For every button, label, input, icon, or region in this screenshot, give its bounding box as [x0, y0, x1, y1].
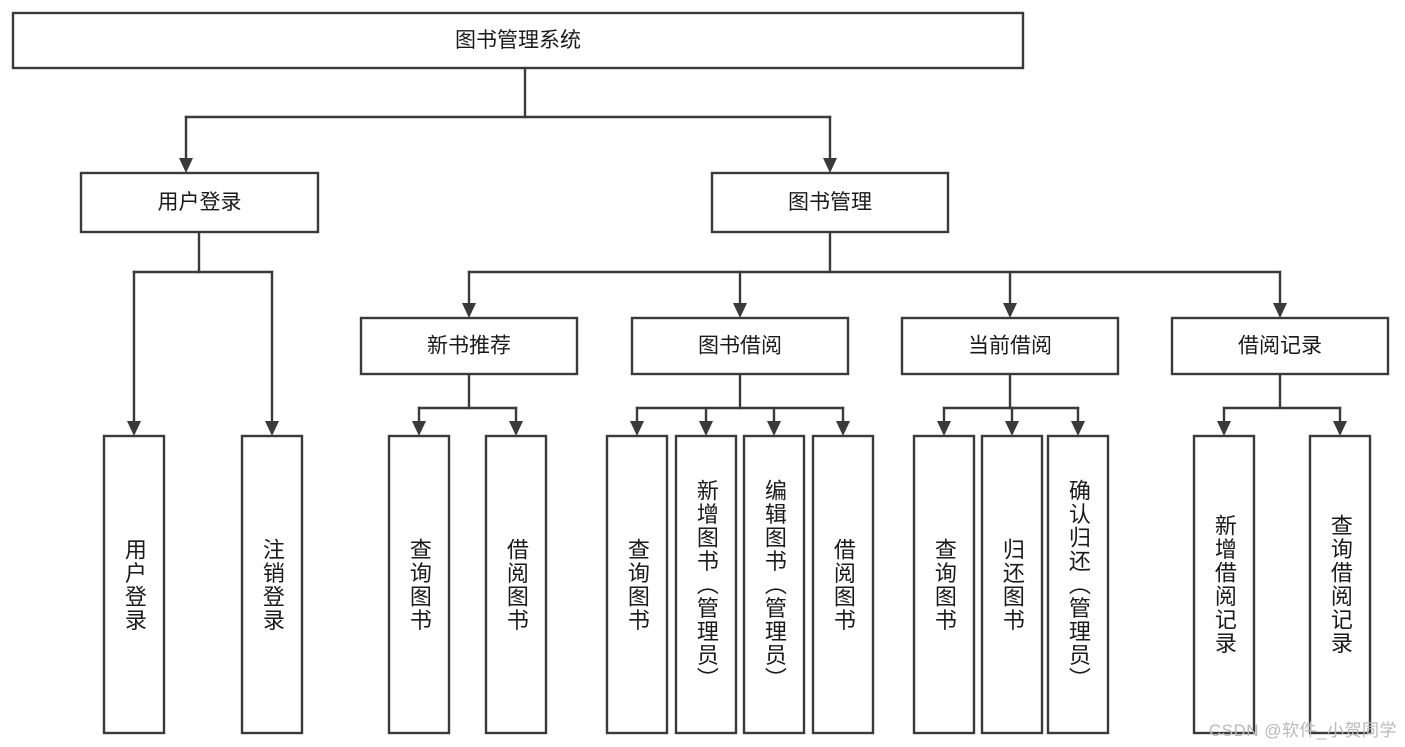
node-box-leaf-3[interactable]	[484, 434, 548, 735]
arrow-head-icon	[1005, 421, 1019, 436]
node-box-level3-2[interactable]	[900, 316, 1120, 376]
arrow-head-icon	[127, 421, 141, 436]
arrow-head-icon	[823, 158, 837, 173]
node-box-leaf-0[interactable]	[102, 434, 166, 735]
node-box-leaf-12[interactable]	[1308, 434, 1372, 735]
node-box-root[interactable]	[11, 11, 1025, 70]
arrow-head-icon	[265, 421, 279, 436]
node-box-level3-0[interactable]	[359, 316, 579, 376]
arrow-head-icon	[462, 303, 476, 318]
arrow-head-icon	[1217, 421, 1231, 436]
node-box-level2-0[interactable]	[79, 171, 320, 234]
node-box-leaf-10[interactable]	[1046, 434, 1110, 735]
node-label-root: 图书管理系统	[455, 29, 581, 52]
arrow-head-icon	[630, 421, 644, 436]
arrow-head-icon	[179, 158, 193, 173]
node-box-leaf-8[interactable]	[912, 434, 976, 735]
node-box-leaf-2[interactable]	[387, 434, 451, 735]
node-box-leaf-7[interactable]	[811, 434, 875, 735]
node-label-level3-2: 当前借阅	[968, 335, 1052, 358]
arrow-head-icon	[1273, 303, 1287, 318]
node-box-leaf-9[interactable]	[980, 434, 1044, 735]
arrow-head-icon	[767, 421, 781, 436]
node-box-level3-1[interactable]	[630, 316, 850, 376]
node-label-level2-0: 用户登录	[158, 191, 242, 214]
arrow-head-icon	[412, 421, 426, 436]
arrow-head-icon	[509, 421, 523, 436]
node-box-leaf-1[interactable]	[240, 434, 304, 735]
node-boxes-layer	[11, 11, 1390, 735]
arrow-head-icon	[937, 421, 951, 436]
node-label-level3-1: 图书借阅	[698, 335, 782, 358]
node-box-leaf-5[interactable]	[674, 434, 738, 735]
arrow-head-icon	[836, 421, 850, 436]
arrow-head-icon	[1333, 421, 1347, 436]
node-box-leaf-11[interactable]	[1192, 434, 1256, 735]
arrow-head-icon	[733, 303, 747, 318]
arrow-head-icon	[699, 421, 713, 436]
arrow-head-icon	[1071, 421, 1085, 436]
arrow-head-icon	[1003, 303, 1017, 318]
connector-edges-layer	[127, 66, 1347, 436]
node-box-level3-3[interactable]	[1170, 316, 1390, 376]
node-label-level3-0: 新书推荐	[427, 335, 511, 358]
node-box-leaf-6[interactable]	[742, 434, 806, 735]
node-box-leaf-4[interactable]	[605, 434, 669, 735]
node-box-level2-1[interactable]	[710, 171, 950, 234]
node-label-level3-3: 借阅记录	[1238, 335, 1322, 358]
watermark-text: CSDN @软件_小贺同学	[1208, 721, 1397, 740]
node-label-level2-1: 图书管理	[788, 191, 872, 214]
